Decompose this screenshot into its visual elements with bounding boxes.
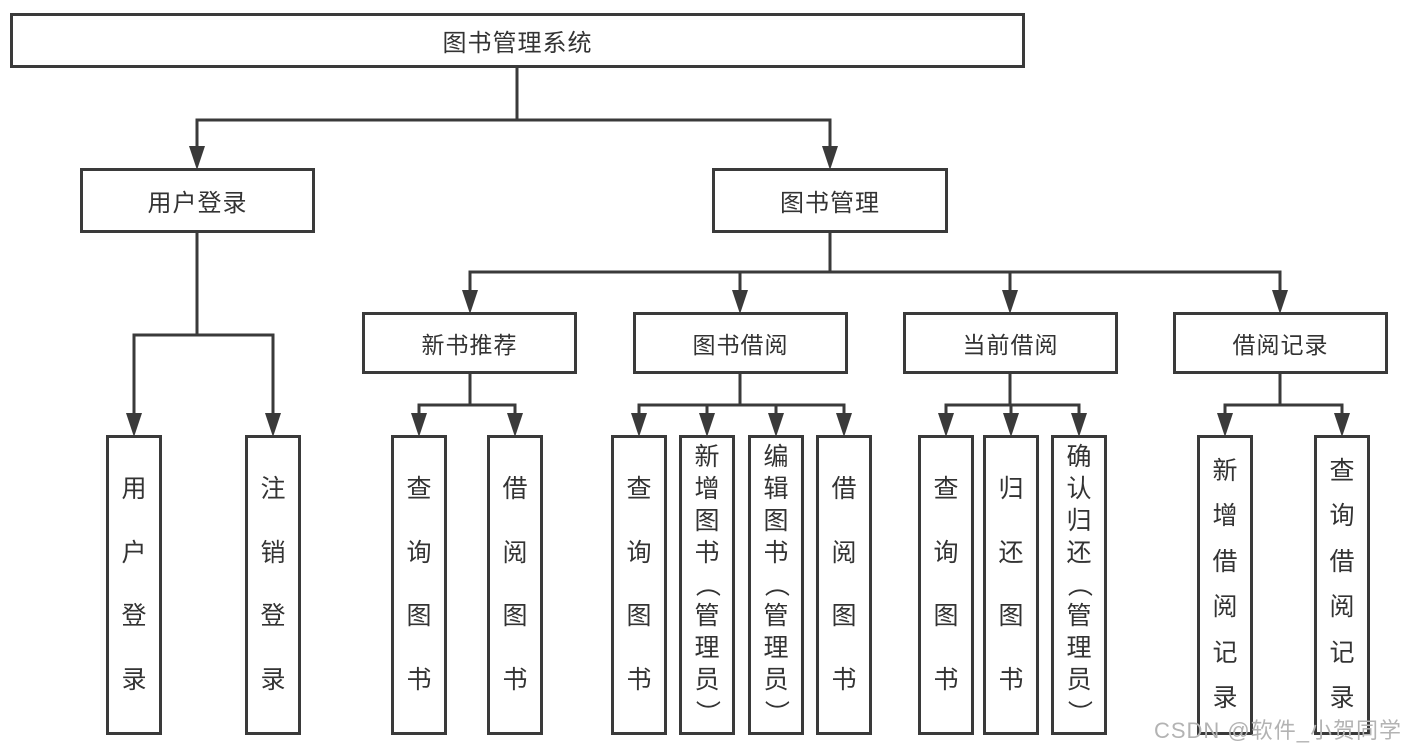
node-user-login-module: 用户登录 — [80, 168, 315, 233]
node-label: 查询图书 — [626, 474, 652, 695]
node-label: 新增借阅记录 — [1212, 456, 1238, 713]
node-br-query-record: 查询借阅记录 — [1314, 435, 1370, 735]
node-user-login-action: 用户登录 — [106, 435, 162, 735]
node-label: 图书管理 — [780, 190, 880, 217]
node-label: 归还图书 — [998, 474, 1024, 695]
node-label: 借阅图书 — [831, 474, 857, 695]
node-label: 注销登录 — [260, 474, 286, 695]
node-borrowing-records: 借阅记录 — [1173, 312, 1388, 374]
node-cb-confirm-return-admin: 确认归还（管理员） — [1051, 435, 1107, 735]
node-cb-return-books: 归还图书 — [983, 435, 1039, 735]
node-label: 查询借阅记录 — [1329, 456, 1355, 713]
node-label: 确认归还（管理员） — [1065, 442, 1094, 726]
node-label: 用户登录 — [121, 474, 147, 695]
node-book-borrowing: 图书借阅 — [633, 312, 848, 374]
node-bb-edit-books-admin: 编辑图书（管理员） — [748, 435, 804, 735]
node-nbr-borrow-books: 借阅图书 — [487, 435, 543, 735]
node-new-book-recommend: 新书推荐 — [362, 312, 577, 374]
node-label: 新增图书（管理员） — [693, 442, 722, 726]
node-label: 借阅记录 — [1232, 332, 1329, 358]
node-book-management-module: 图书管理 — [712, 168, 948, 233]
node-label: 图书借阅 — [692, 332, 789, 358]
node-label: 编辑图书（管理员） — [762, 442, 791, 726]
node-label: 查询图书 — [406, 474, 432, 695]
node-label: 当前借阅 — [962, 332, 1059, 358]
node-bb-add-books-admin: 新增图书（管理员） — [679, 435, 735, 735]
node-logout-action: 注销登录 — [245, 435, 301, 735]
node-label: 查询图书 — [933, 474, 959, 695]
node-bb-query-books: 查询图书 — [611, 435, 667, 735]
node-bb-borrow-books: 借阅图书 — [816, 435, 872, 735]
node-label: 图书管理系统 — [442, 30, 593, 57]
node-label: 新书推荐 — [421, 332, 518, 358]
node-nbr-query-books: 查询图书 — [391, 435, 447, 735]
node-br-add-record: 新增借阅记录 — [1197, 435, 1253, 735]
node-label: 用户登录 — [147, 190, 248, 217]
node-cb-query-books: 查询图书 — [918, 435, 974, 735]
node-label: 借阅图书 — [502, 474, 528, 695]
node-root-system: 图书管理系统 — [10, 13, 1025, 68]
watermark: CSDN @软件_小贺同学 — [1153, 718, 1402, 743]
node-current-borrowing: 当前借阅 — [903, 312, 1118, 374]
